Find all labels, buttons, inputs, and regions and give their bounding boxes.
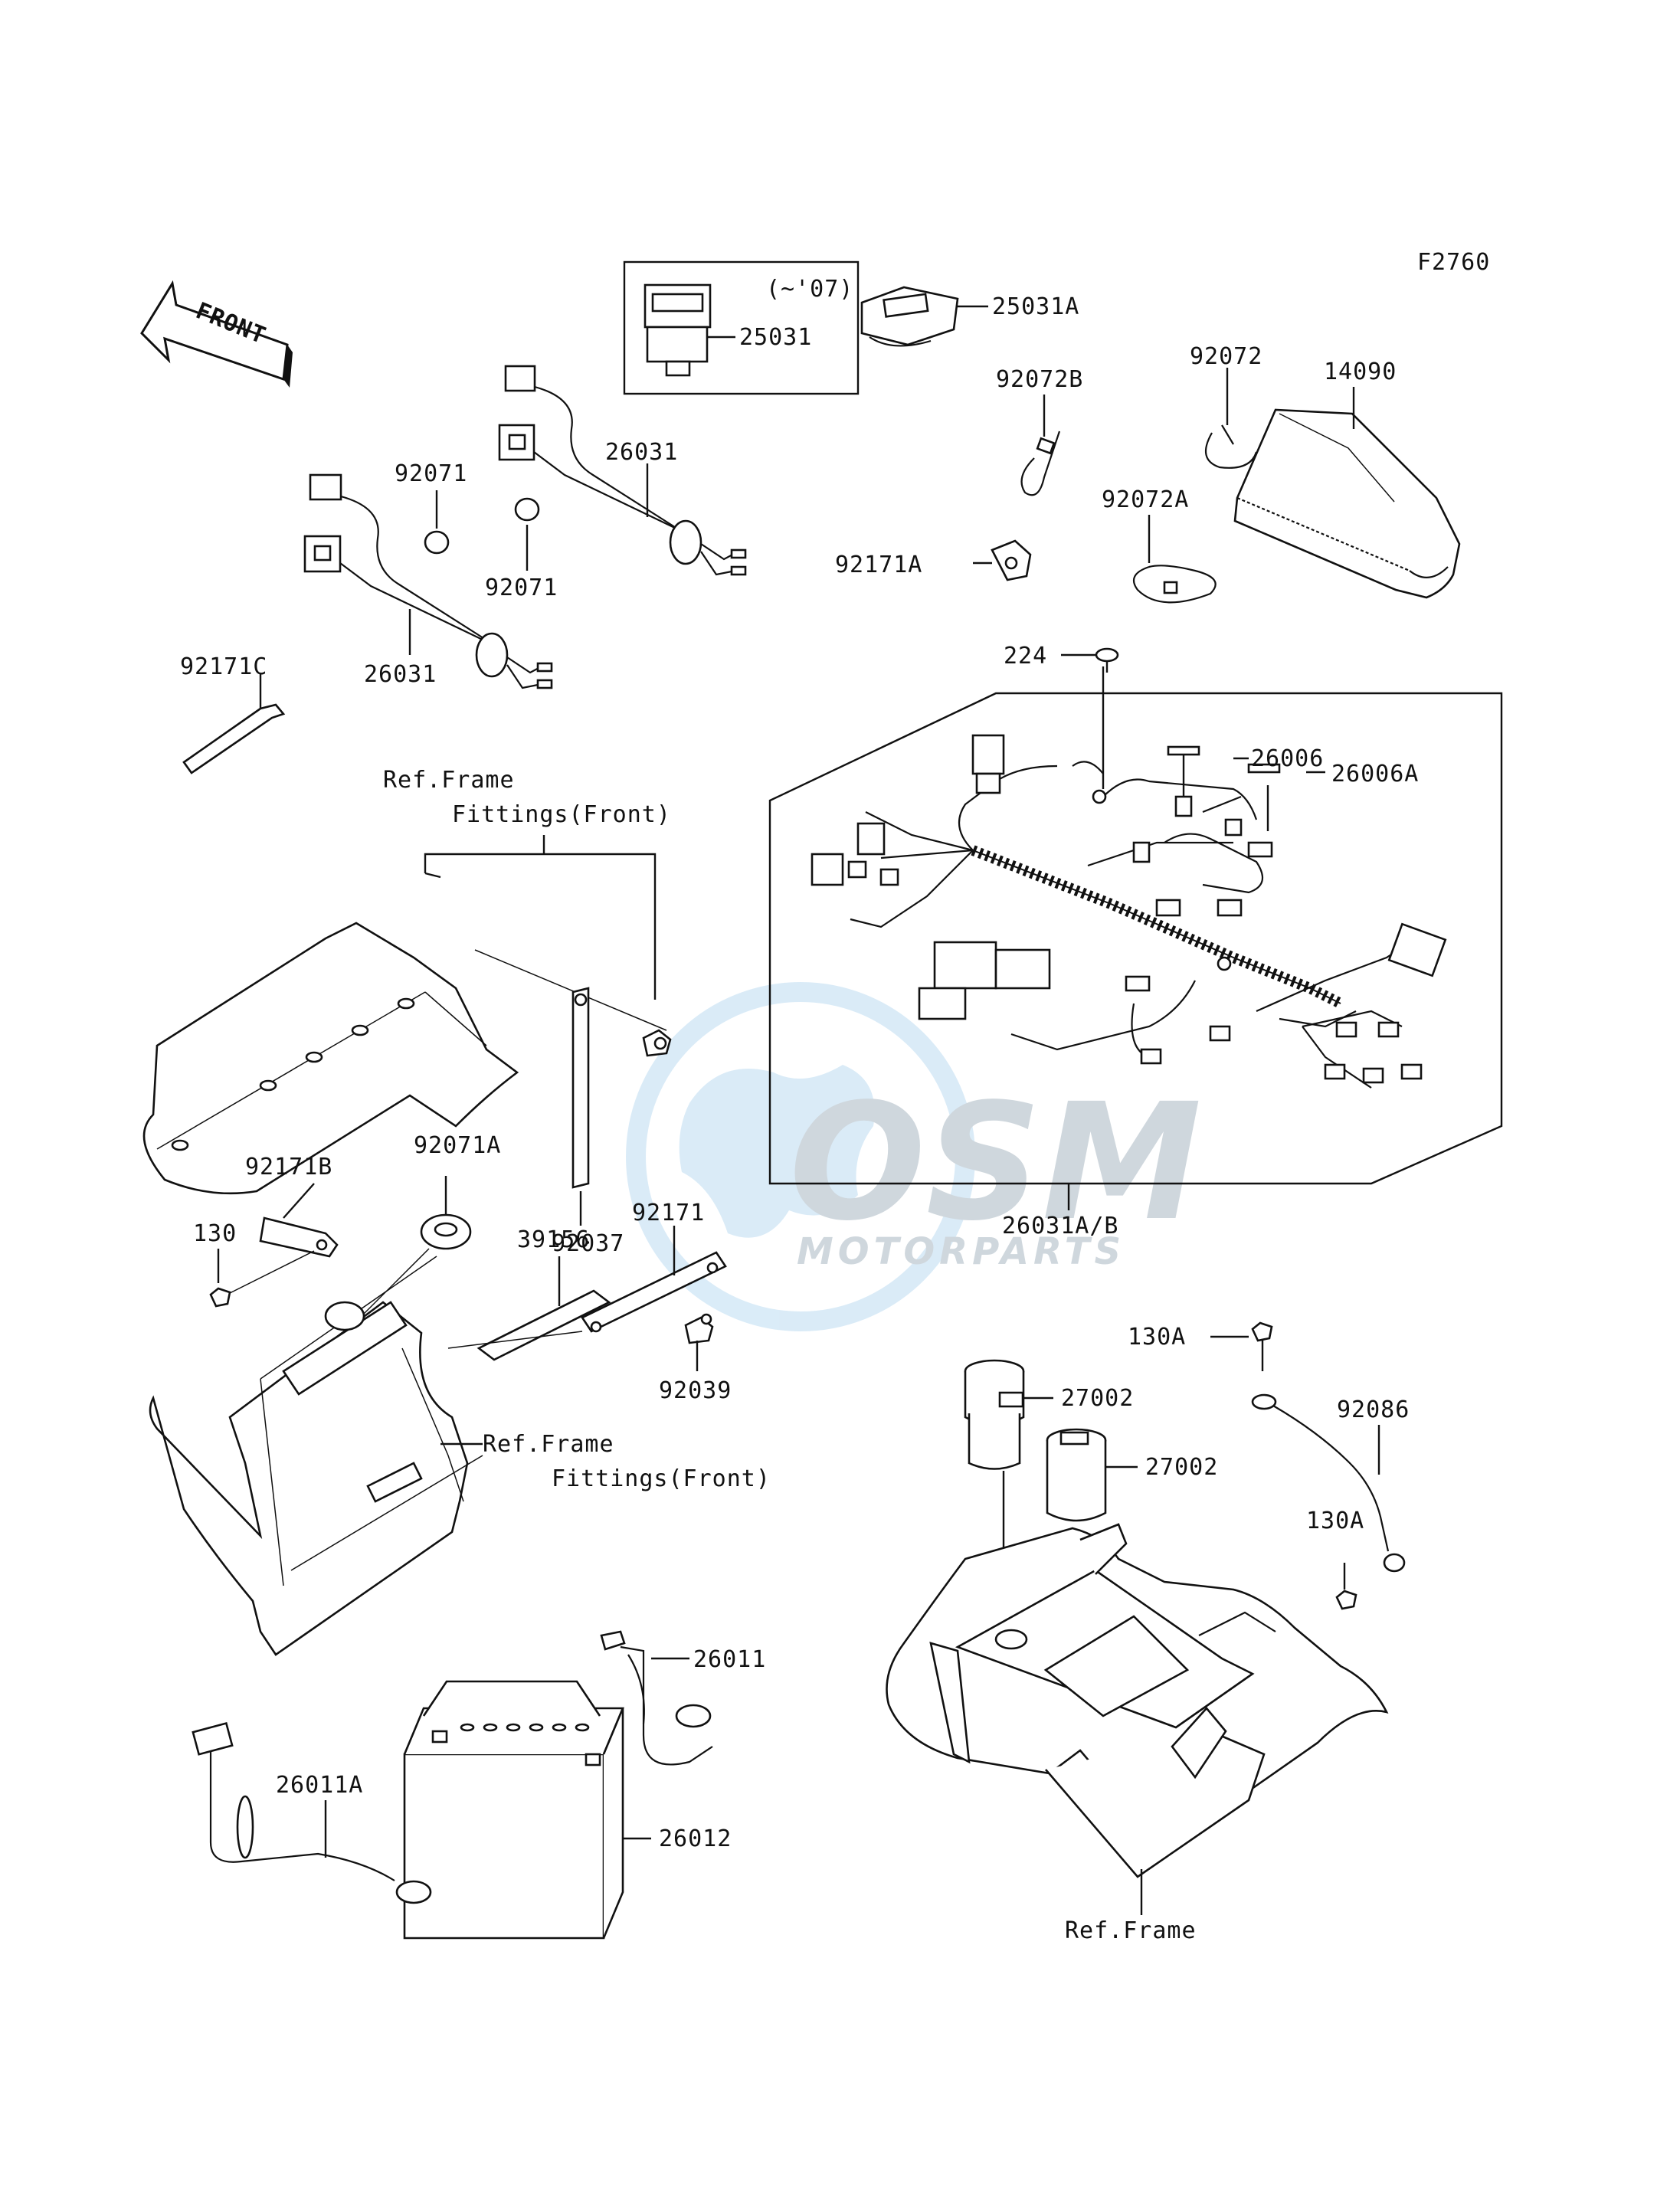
- callout-92086: 92086: [1337, 1396, 1410, 1423]
- battery-26012-icon: [403, 1680, 651, 1940]
- callout-130A-top: 130A: [1128, 1324, 1186, 1351]
- grommet-92071-top-icon: [424, 490, 450, 555]
- callout-92072A: 92072A: [1102, 486, 1189, 513]
- callout-14090: 14090: [1324, 359, 1397, 385]
- bolt-130-icon: [209, 1249, 315, 1308]
- callout-92071A: 92071A: [414, 1132, 501, 1159]
- callout-92171: 92171: [632, 1200, 705, 1226]
- callout-ref-frame-3: Ref.Frame: [1065, 1917, 1197, 1944]
- callout-92072B: 92072B: [996, 366, 1083, 393]
- callout-130A-low: 130A: [1306, 1508, 1364, 1534]
- ref-frame-lower-icon: [886, 1523, 1389, 1915]
- callout-92171C: 92171C: [180, 653, 267, 680]
- ref-frame-fittings-upper-icon: [142, 835, 667, 1195]
- callout-ref-frame-1a: Ref.Frame: [383, 767, 515, 794]
- callout-25031A: 25031A: [992, 293, 1079, 320]
- callout-92071-mid: 92071: [485, 575, 558, 601]
- callout-26011: 26011: [693, 1646, 766, 1673]
- callout-ref-frame-1b: Fittings(Front): [452, 801, 671, 828]
- strap-92037-icon: [571, 987, 590, 1226]
- callout-25031: 25031: [739, 324, 812, 351]
- callout-labels: 25031 (~'07) 25031A 92072B 92072 14090 9…: [180, 276, 1419, 1944]
- hour-meter-a-icon: [860, 286, 988, 347]
- cover-14090-icon: [1233, 387, 1461, 599]
- callout-ref-frame-2a: Ref.Frame: [483, 1431, 614, 1458]
- cable-92086-icon: [1251, 1393, 1406, 1573]
- clip-92039-icon: [684, 1313, 714, 1371]
- hour-meter-group: [623, 260, 860, 395]
- callout-92072: 92072: [1190, 343, 1262, 370]
- screw-224-icon: [1061, 647, 1119, 673]
- plate-92171B-icon: [259, 1183, 339, 1258]
- cable-tie-92072-icon: [1204, 368, 1258, 469]
- callout-till-07: (~'07): [766, 276, 853, 303]
- callout-26011A: 26011A: [276, 1772, 363, 1799]
- callout-26031-top: 26031: [605, 439, 678, 466]
- callout-92039: 92039: [659, 1377, 732, 1404]
- clamp-92171C-icon: [182, 674, 286, 774]
- callout-92171B: 92171B: [245, 1154, 332, 1180]
- cable-tie-92072B-icon: [1020, 395, 1061, 496]
- watermark: OSM MOTORPARTS: [626, 982, 1202, 1331]
- relay-27002-b-icon: [1046, 1428, 1138, 1586]
- pad-39156-icon: [476, 1256, 611, 1361]
- grommet-92071-mid-icon: [514, 497, 540, 571]
- callout-39156: 39156: [517, 1226, 590, 1253]
- cable-26011A-icon: [192, 1721, 432, 1904]
- front-arrow-icon: FRONT: [140, 280, 293, 388]
- callout-92071-top: 92071: [395, 460, 467, 487]
- cable-26011-icon: [600, 1630, 713, 1766]
- callout-26006A: 26006A: [1331, 761, 1419, 787]
- watermark-tagline: MOTORPARTS: [797, 1230, 1125, 1273]
- harness-26031-upper-icon: [498, 365, 747, 576]
- clip-92171A-icon: [973, 539, 1032, 581]
- callout-26006: 26006: [1251, 745, 1324, 772]
- clip-upper-icon: [642, 1029, 672, 1057]
- hour-meter-icon: [644, 283, 712, 377]
- figure-code: F2760: [1417, 249, 1490, 276]
- ref-frame-fittings-lower-icon: [149, 1256, 483, 1656]
- callout-27002-b: 27002: [1145, 1454, 1218, 1481]
- callout-92037: 92037: [552, 1230, 624, 1257]
- bolt-130A-top-icon: [1210, 1321, 1273, 1371]
- callout-92171A: 92171A: [835, 552, 922, 578]
- callout-26012: 26012: [659, 1825, 732, 1852]
- strap-92171-icon: [447, 1226, 727, 1349]
- callout-26031AB: 26031A/B: [1002, 1213, 1119, 1239]
- main-harness-26031AB-icon: [768, 666, 1503, 1210]
- cable-tie-92072A-icon: [1132, 515, 1217, 604]
- bolt-130A-low-icon: [1335, 1563, 1357, 1610]
- callout-26031-low: 26031: [364, 661, 437, 688]
- callout-ref-frame-2b: Fittings(Front): [552, 1465, 771, 1492]
- harness-26031-lower-icon: [303, 473, 553, 689]
- watermark-brand: OSM: [789, 1069, 1202, 1256]
- callout-27002-a: 27002: [1061, 1385, 1134, 1412]
- callout-224: 224: [1004, 643, 1047, 670]
- callout-130: 130: [193, 1220, 237, 1247]
- relay-27002-a-icon: [964, 1359, 1053, 1609]
